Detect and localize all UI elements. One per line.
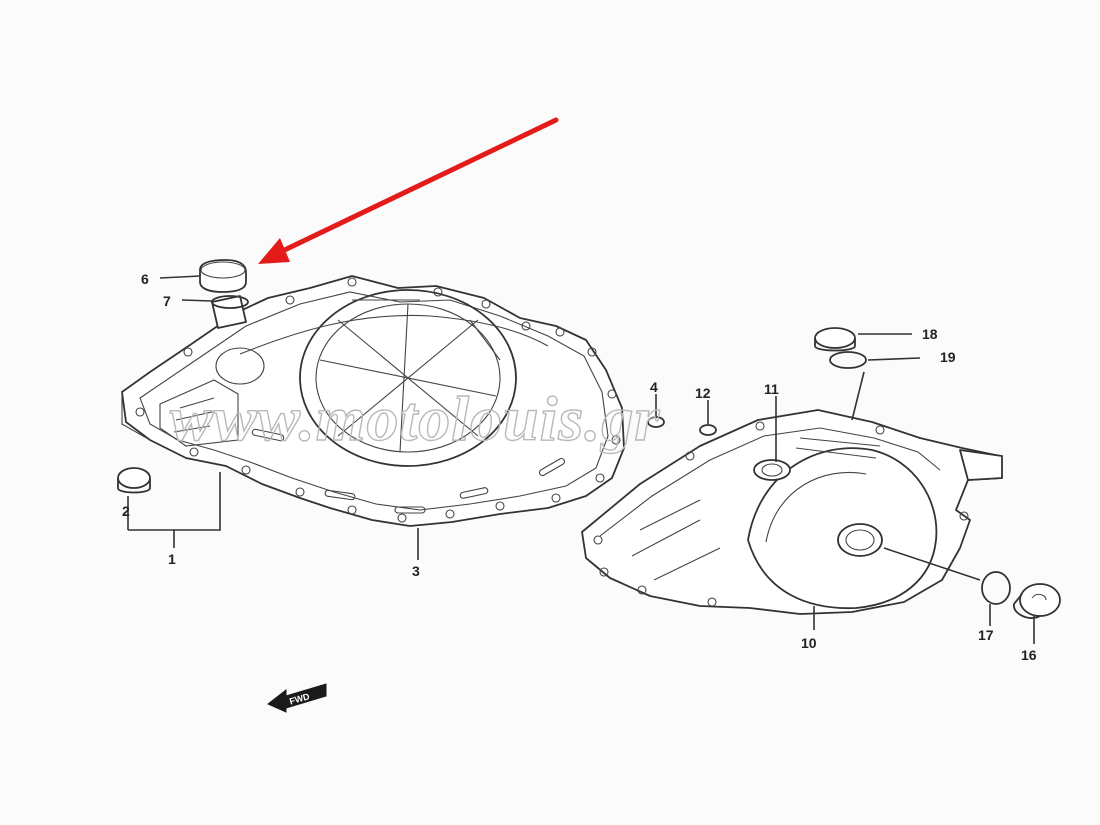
leader-lines [127, 275, 1035, 644]
callout-3: 3 [412, 563, 420, 579]
callout-labels: 6 7 2 1 3 4 12 11 18 19 10 17 16 [122, 271, 1037, 663]
red-pointer-arrow [258, 117, 559, 264]
callout-12: 12 [695, 385, 711, 401]
oil-filler-cap [199, 259, 247, 293]
crankcase-cover-left [121, 275, 625, 527]
callout-6: 6 [141, 271, 149, 287]
callout-2: 2 [122, 503, 130, 519]
callout-1: 1 [168, 551, 176, 567]
callout-17: 17 [978, 627, 994, 643]
callout-10: 10 [801, 635, 817, 651]
plug-part-16 [1013, 583, 1061, 619]
generator-cover-right [581, 409, 1003, 615]
callout-4: 4 [650, 379, 658, 395]
cap-part-18 [814, 327, 856, 352]
callout-18: 18 [922, 326, 938, 342]
plug-part-2 [117, 467, 151, 494]
callout-11: 11 [764, 381, 779, 397]
o-ring-part-17 [981, 571, 1011, 605]
callout-16: 16 [1021, 647, 1037, 663]
callout-7: 7 [163, 293, 171, 309]
watermark: www.motolouis.gr [170, 383, 660, 454]
filler-cap-o-ring [211, 295, 249, 309]
dowel-pin-4 [647, 416, 665, 428]
o-ring-part-19 [829, 351, 867, 369]
callout-19: 19 [940, 349, 956, 365]
fwd-arrow-icon: FWD [267, 683, 327, 713]
dowel-pin-12 [699, 424, 717, 436]
